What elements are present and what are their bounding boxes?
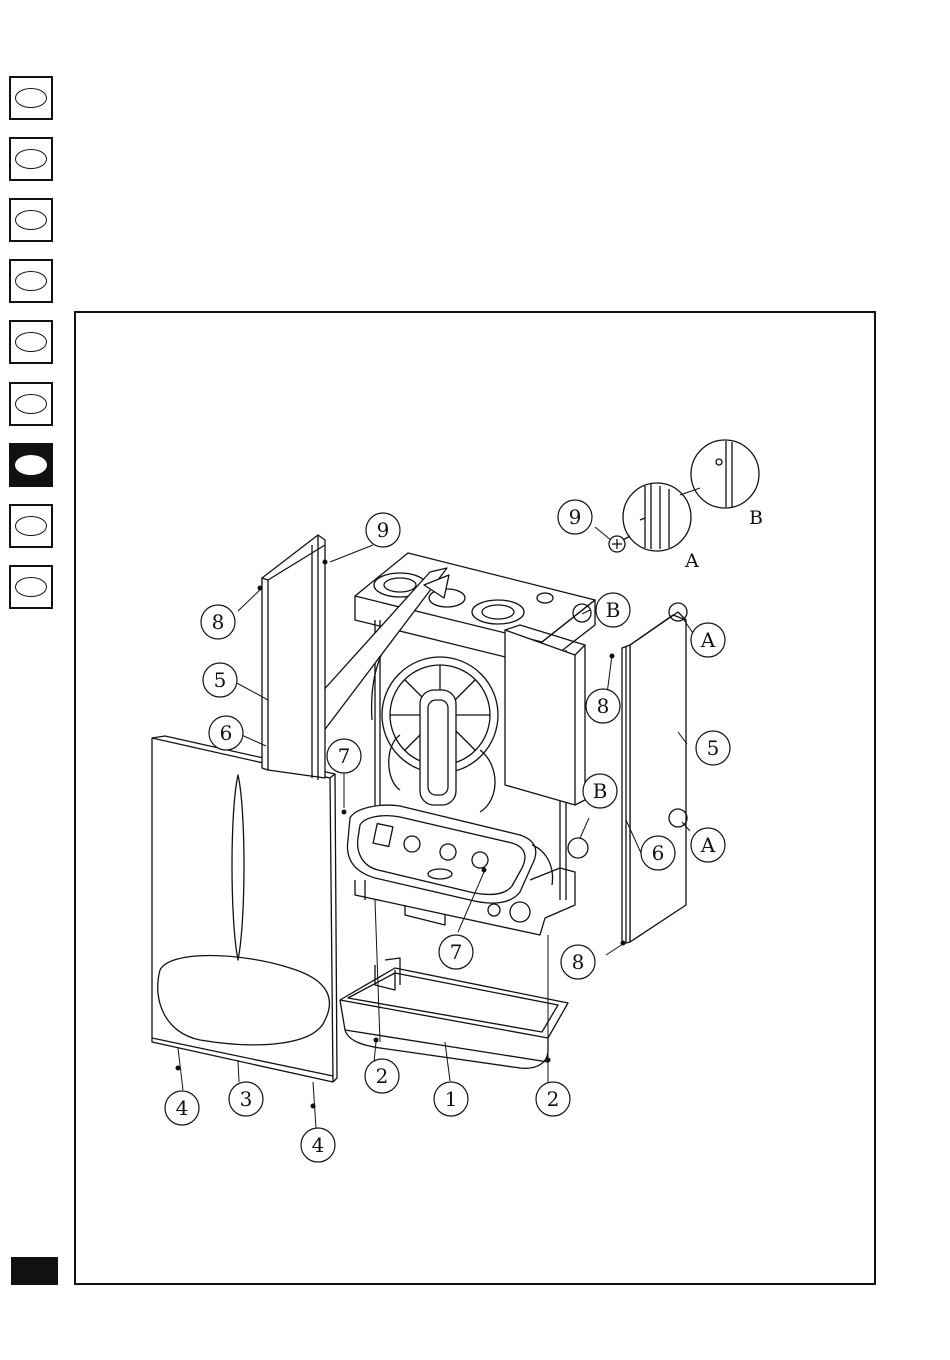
detail-circle-a — [623, 483, 691, 551]
callout-4: 4 — [165, 1091, 199, 1125]
right-side-panel — [622, 612, 686, 944]
callout-A: A — [691, 623, 725, 657]
callout-label: B — [606, 598, 621, 622]
callout-label: 9 — [569, 505, 582, 529]
callout-label: 3 — [240, 1087, 253, 1111]
callout-7: 7 — [439, 935, 473, 969]
callout-label: 1 — [445, 1087, 458, 1111]
detail-label-a: A — [684, 550, 699, 572]
callout-label: 5 — [214, 668, 227, 692]
callout-label: 8 — [597, 694, 610, 718]
callout-5: 5 — [203, 663, 237, 697]
callout-label: 8 — [572, 950, 585, 974]
callout-6: 6 — [641, 836, 675, 870]
callout-1: 1 — [434, 1082, 468, 1116]
detail-circle-b — [691, 440, 759, 508]
callout-label: 2 — [376, 1064, 389, 1088]
callout-2: 2 — [365, 1059, 399, 1093]
front-cover — [152, 736, 337, 1082]
callout-9: 9 — [558, 500, 592, 534]
callout-8: 8 — [586, 689, 620, 723]
callout-label: 7 — [450, 940, 463, 964]
callout-3: 3 — [229, 1082, 263, 1116]
callout-label: 9 — [377, 518, 390, 542]
callout-label: 4 — [176, 1096, 189, 1120]
screw-icon — [609, 536, 630, 552]
callout-9: 9 — [366, 513, 400, 547]
callout-7: 7 — [327, 739, 361, 773]
callout-label: B — [593, 779, 608, 803]
callout-label: 5 — [707, 736, 720, 760]
callout-label: 6 — [652, 841, 665, 865]
callout-4: 4 — [301, 1128, 335, 1162]
callout-8: 8 — [201, 605, 235, 639]
detail-label-b: B — [749, 507, 763, 529]
callout-label: 7 — [338, 744, 351, 768]
left-side-panel — [262, 535, 325, 780]
callout-B: B — [583, 774, 617, 808]
callout-6: 6 — [209, 716, 243, 750]
control-panel — [347, 805, 575, 935]
callout-label: 8 — [212, 610, 225, 634]
callout-label: 4 — [312, 1133, 325, 1157]
heat-exchanger — [372, 640, 498, 812]
callout-5: 5 — [696, 731, 730, 765]
callout-8: 8 — [561, 945, 595, 979]
bottom-tray — [340, 958, 568, 1068]
callout-label: 2 — [547, 1087, 560, 1111]
callout-2: 2 — [536, 1082, 570, 1116]
callout-label: 6 — [220, 721, 233, 745]
callout-B: B — [596, 593, 630, 627]
callout-label: A — [700, 833, 716, 857]
callout-A: A — [691, 828, 725, 862]
callout-label: A — [700, 628, 716, 652]
